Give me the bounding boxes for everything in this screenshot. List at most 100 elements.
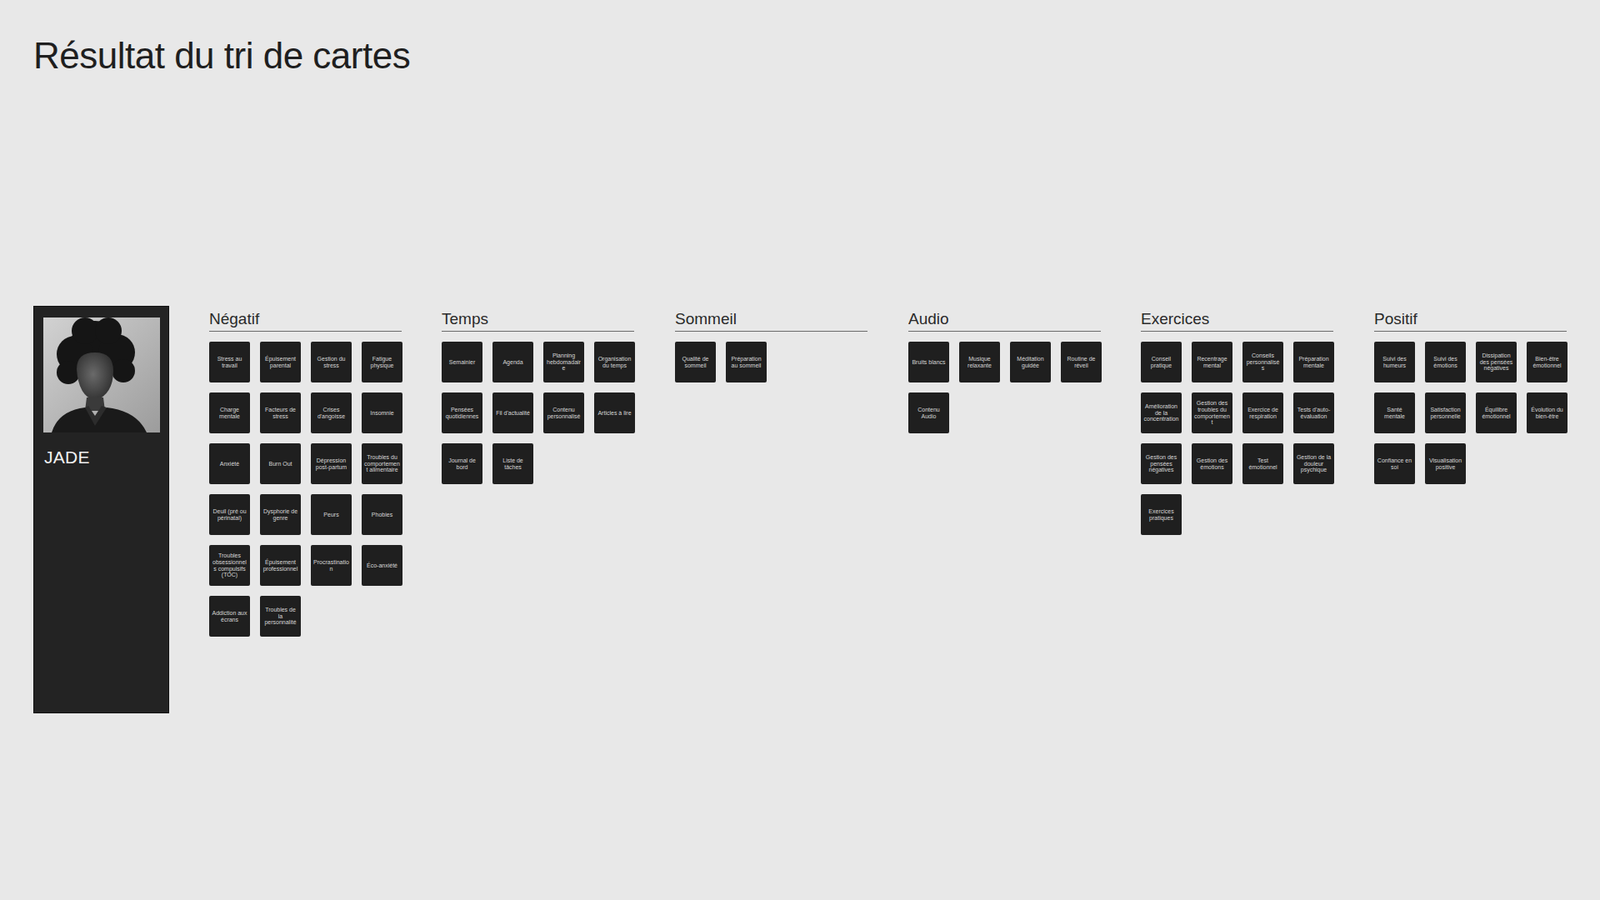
card-label: Journal de bord xyxy=(444,457,480,471)
topic-card: Insomnie xyxy=(361,392,403,434)
card-label: Test émotionnel xyxy=(1245,457,1281,471)
card-label: Éco-anxiété xyxy=(364,562,400,570)
card-text-holder: Fil d'actualité xyxy=(495,410,531,417)
category-heading: Sommeil xyxy=(675,310,868,332)
card-text-holder: Exercice de respiration xyxy=(1245,406,1281,420)
card-text-holder: Articles à lire xyxy=(596,410,633,417)
card-text-holder: Recentrage mental xyxy=(1194,355,1230,370)
topic-card: Troubles obsessionnels compulsifs (TOC) xyxy=(209,545,250,586)
card-text-holder: Satisfaction personnelle xyxy=(1427,406,1464,420)
topic-card: Procrastination xyxy=(310,545,352,586)
card-label: Dissipation des pensées négatives xyxy=(1478,352,1515,372)
card-label: Équilibre émotionnel xyxy=(1478,406,1515,420)
card-label: Crises d'angoisse xyxy=(313,406,350,420)
card-text-holder: Gestion des pensées négatives xyxy=(1143,454,1180,474)
card-text-holder: Insomnie xyxy=(364,410,400,417)
card-label: Dysphorie de genre xyxy=(262,508,299,522)
card-label: Stress au travail xyxy=(211,355,248,370)
topic-card: Facteurs de stress xyxy=(260,392,301,434)
card-label: Pensées quotidiennes xyxy=(444,406,480,420)
card-text-holder: Dysphorie de genre xyxy=(262,508,299,522)
card-label: Visualisation positive xyxy=(1427,457,1464,471)
card-text-holder: Fatigue physique xyxy=(364,355,400,370)
card-text-holder: Épuisement professionnel xyxy=(262,559,299,573)
card-text-holder: Musique relaxante xyxy=(961,355,998,370)
card-text-holder: Suivi des humeurs xyxy=(1376,355,1413,370)
topic-card: Santé mentale xyxy=(1374,392,1415,434)
card-text-holder: Exercices pratiques xyxy=(1143,508,1180,522)
topic-card: Charge mentale xyxy=(209,392,250,434)
topic-card: Exercices pratiques xyxy=(1140,494,1182,535)
persona-panel: JADE xyxy=(33,305,170,714)
card-text-holder: Troubles obsessionnels compulsifs (TOC) xyxy=(211,552,248,579)
card-label: Épuisement professionnel xyxy=(262,559,299,573)
category-heading: Positif xyxy=(1374,310,1567,332)
card-label: Gestion des troubles du comportement xyxy=(1194,400,1230,426)
topic-card: Peurs xyxy=(310,494,352,535)
topic-card: Phobies xyxy=(361,494,403,535)
card-text-holder: Gestion des troubles du comportement xyxy=(1194,400,1230,426)
card-label: Troubles du comportement alimentaire xyxy=(364,454,400,474)
card-label: Évolution du bien-être xyxy=(1529,406,1565,420)
topic-card: Articles à lire xyxy=(594,392,635,434)
topic-card: Dissipation des pensées négatives xyxy=(1475,341,1517,383)
topic-card: Pensées quotidiennes xyxy=(441,392,483,434)
card-text-holder: Tests d'auto-évaluation xyxy=(1295,406,1332,420)
card-label: Satisfaction personnelle xyxy=(1427,406,1464,420)
card-text-holder: Contenu Audio xyxy=(910,406,947,420)
topic-card: Conseil pratique xyxy=(1140,341,1182,383)
topic-card: Méditation guidée xyxy=(1010,341,1051,383)
card-text-holder: Procrastination xyxy=(313,559,350,573)
topic-card: Bien-être émotionnel xyxy=(1526,341,1568,383)
card-label: Planning hebdomadaire xyxy=(545,352,582,372)
card-text-holder: Test émotionnel xyxy=(1245,457,1281,471)
card-label: Troubles de la personnalité xyxy=(262,606,299,626)
card-label: Qualité de sommeil xyxy=(677,355,714,370)
topic-card: Visualisation positive xyxy=(1425,443,1466,485)
card-label: Santé mentale xyxy=(1376,406,1413,420)
card-text-holder: Gestion du stress xyxy=(313,355,350,370)
card-label: Bruits blancs xyxy=(910,359,947,366)
card-text-holder: Phobies xyxy=(364,511,400,519)
card-text-holder: Deuil (pré ou périnatal) xyxy=(211,508,248,522)
card-text-holder: Dissipation des pensées négatives xyxy=(1478,352,1515,372)
card-label: Exercices pratiques xyxy=(1143,508,1180,522)
card-text-holder: Burn Out xyxy=(262,460,299,468)
card-text-holder: Bruits blancs xyxy=(910,359,947,366)
card-text-holder: Santé mentale xyxy=(1376,406,1413,420)
card-text-holder: Amélioration de la concentration xyxy=(1143,403,1180,423)
card-text-holder: Conseil pratique xyxy=(1143,355,1180,370)
card-label: Anxiété xyxy=(211,460,248,468)
card-label: Deuil (pré ou périnatal) xyxy=(211,508,248,522)
card-label: Contenu personnalisé xyxy=(545,406,582,420)
topic-card: Deuil (pré ou périnatal) xyxy=(209,494,250,535)
card-label: Tests d'auto-évaluation xyxy=(1295,406,1332,420)
topic-card: Éco-anxiété xyxy=(361,545,403,586)
topic-card: Semainier xyxy=(441,341,483,383)
card-label: Confiance en soi xyxy=(1376,457,1413,471)
topic-card: Stress au travail xyxy=(209,341,250,383)
topic-card: Addiction aux écrans xyxy=(209,595,250,637)
card-label: Préparation mentale xyxy=(1295,355,1332,370)
topic-card: Routine de réveil xyxy=(1060,341,1102,383)
card-text-holder: Journal de bord xyxy=(444,457,480,471)
card-label: Bien-être émotionnel xyxy=(1529,355,1565,370)
portrait-photo xyxy=(43,317,160,433)
card-text-holder: Suivi des émotions xyxy=(1427,355,1464,370)
card-label: Troubles obsessionnels compulsifs (TOC) xyxy=(211,552,248,579)
card-label: Suivi des humeurs xyxy=(1376,355,1413,370)
topic-card: Amélioration de la concentration xyxy=(1140,392,1182,434)
topic-card: Épuisement parental xyxy=(260,341,301,383)
topic-card: Anxiété xyxy=(209,443,250,485)
category-heading: Audio xyxy=(908,310,1101,332)
category-group: AudioBruits blancs Musique relaxante Médit… xyxy=(908,310,1101,444)
card-text-holder: Routine de réveil xyxy=(1063,355,1100,370)
card-text-holder: Visualisation positive xyxy=(1427,457,1464,471)
card-label: Addiction aux écrans xyxy=(211,610,248,624)
card-text-holder: Semainier xyxy=(444,359,480,366)
persona-name: JADE xyxy=(44,447,90,468)
card-text-holder: Organisation du temps xyxy=(596,355,633,370)
topic-card: Qualité de sommeil xyxy=(675,341,716,383)
card-label: Amélioration de la concentration xyxy=(1143,403,1180,423)
topic-card: Suivi des humeurs xyxy=(1374,341,1415,383)
